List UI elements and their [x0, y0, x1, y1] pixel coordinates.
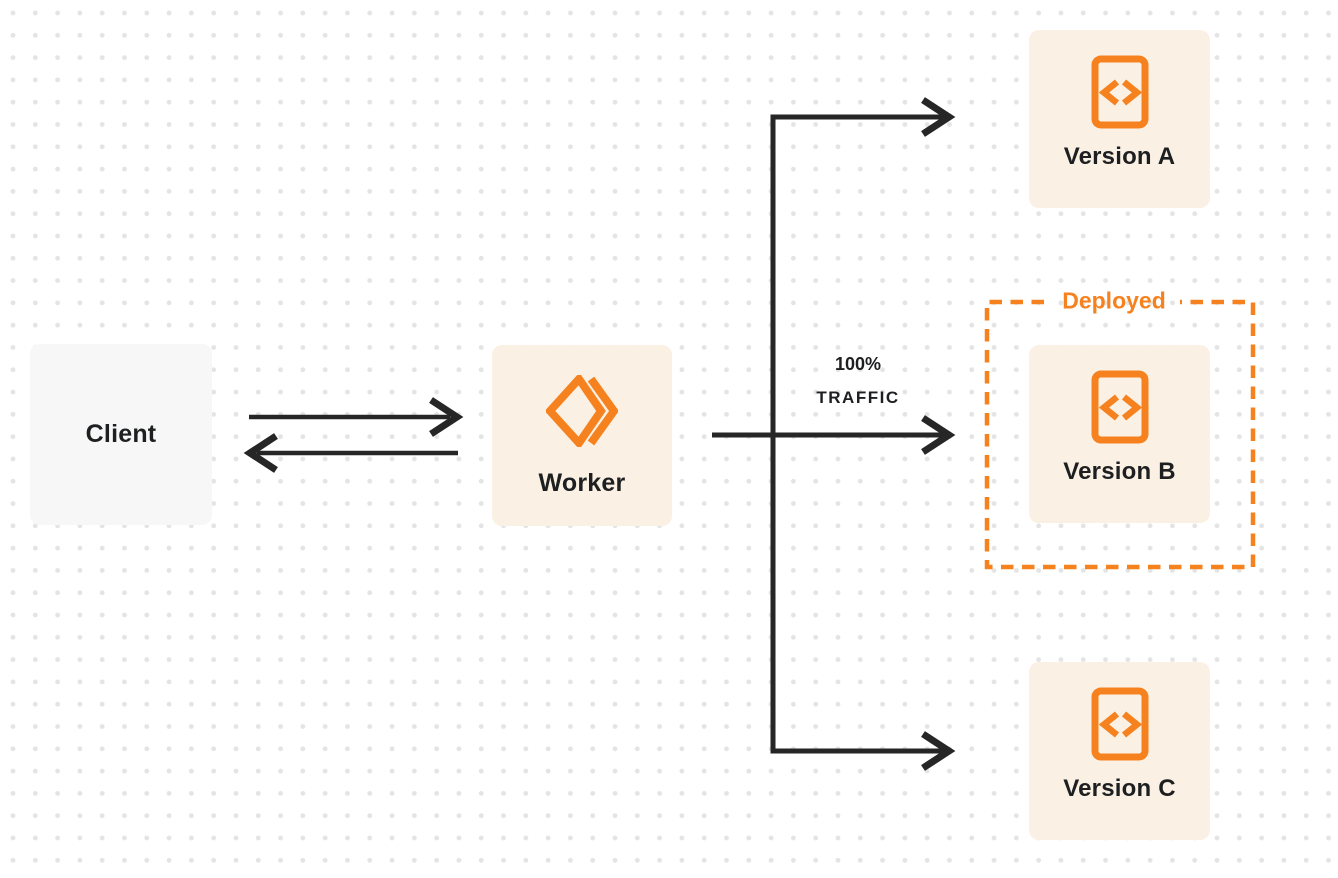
deployed-dashed-border [984, 299, 1256, 570]
worker-node: Worker [492, 345, 672, 526]
cloudflare-workers-logo-icon [546, 375, 618, 447]
traffic-label: 100% TRAFFIC [816, 348, 899, 414]
client-node: Client [30, 344, 212, 525]
version-b-node: Version B [1029, 345, 1210, 523]
version-a-arrowhead-icon [921, 97, 956, 137]
worker-label: Worker [538, 469, 626, 497]
version-a-label: Version A [1063, 143, 1176, 170]
traffic-percent-text: 100% [834, 354, 882, 374]
version-c-label: Version C [1063, 775, 1176, 802]
version-a-node: Version A [1029, 30, 1210, 208]
code-file-icon [1091, 687, 1148, 761]
worker-to-client-arrowhead-icon [243, 433, 278, 473]
code-file-icon [1091, 370, 1148, 444]
version-c-node: Version C [1029, 662, 1210, 840]
traffic-word-text: TRAFFIC [816, 388, 900, 407]
deployed-label: Deployed [1062, 287, 1166, 314]
client-label: Client [85, 420, 157, 448]
version-b-label: Version B [1063, 458, 1176, 485]
client-to-worker-arrowhead-icon [429, 397, 464, 437]
code-file-icon [1091, 55, 1148, 129]
version-b-arrowhead-icon [921, 415, 956, 455]
version-c-arrowhead-icon [921, 731, 956, 771]
